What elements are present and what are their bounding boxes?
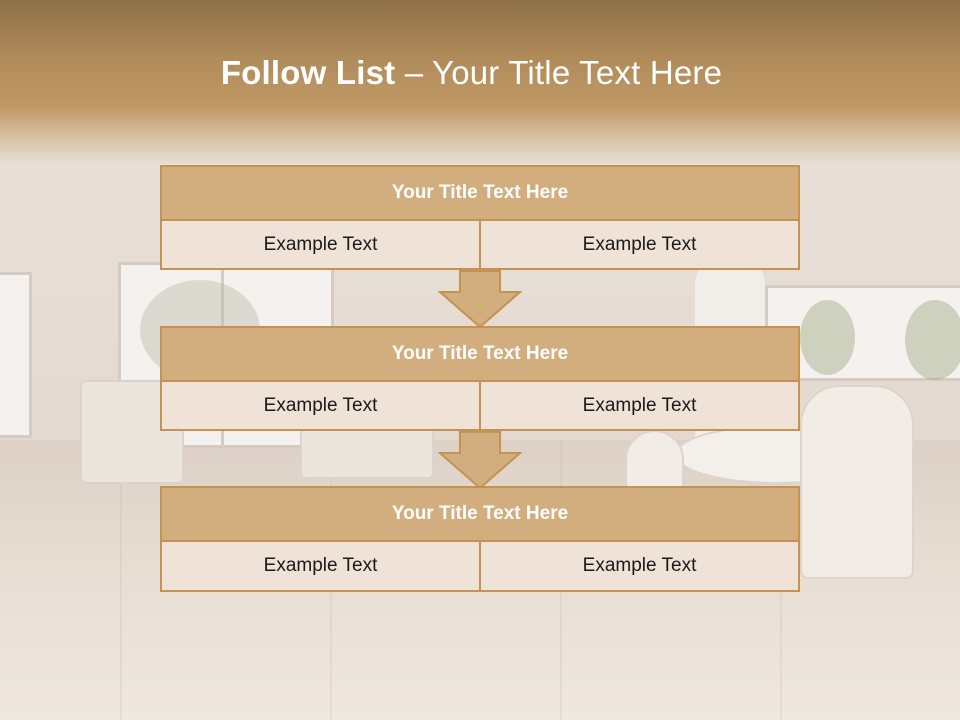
block-row: Example Text Example Text [160,221,800,270]
floor-plank-line [120,440,122,720]
block-cell-left: Example Text [160,221,479,270]
list-block: Your Title Text Here Example Text Exampl… [160,486,800,592]
block-row: Example Text Example Text [160,542,800,592]
background-window-left [0,272,32,438]
header-band [0,0,960,165]
down-arrow-icon [438,270,522,328]
block-title: Your Title Text Here [160,486,800,542]
block-title: Your Title Text Here [160,165,800,221]
down-arrow-icon [438,431,522,489]
block-cell-left: Example Text [160,382,479,431]
slide-title-rest: – Your Title Text Here [395,54,723,91]
block-row: Example Text Example Text [160,382,800,431]
background-chair [800,385,914,579]
list-block: Your Title Text Here Example Text Exampl… [160,165,800,270]
slide-title: Follow List – Your Title Text Here [0,54,943,92]
block-cell-right: Example Text [479,542,800,592]
block-cell-right: Example Text [479,221,800,270]
block-cell-left: Example Text [160,542,479,592]
background-chair [625,430,684,494]
background-plant [905,300,960,380]
slide-title-bold: Follow List [220,54,396,91]
background-plant [800,300,855,375]
block-title: Your Title Text Here [160,326,800,382]
list-block: Your Title Text Here Example Text Exampl… [160,326,800,431]
block-cell-right: Example Text [479,382,800,431]
